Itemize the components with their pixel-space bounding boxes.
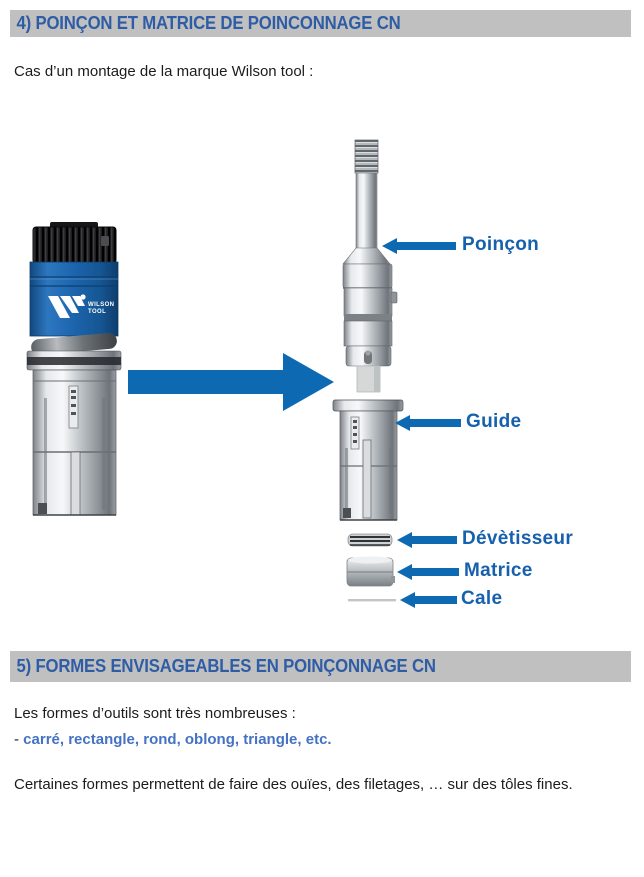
section4-heading-bar: 4) POINÇON ET MATRICE DE POINCONNAGE CN [10,10,631,37]
guide-callout-arrow-icon [395,415,461,431]
punch-thread [354,139,379,174]
section5-heading: 5) FORMES ENVISAGEABLES EN POINÇONNAGE C… [16,656,436,676]
wilson-brand-text-2: TOOL [88,309,106,315]
tool-illustration-svg: WILSON TOOL [26,139,461,608]
shapes-intro-line: Les formes d’outils sont très nombreuses… [14,705,296,722]
stripper-callout-arrow-icon [397,532,457,548]
assembled-tool-illustration: WILSON TOOL [26,222,122,516]
shim-callout-arrow-icon [400,592,457,608]
wilson-brand-text-1: WILSON [88,302,114,308]
callout-label-guide: Guide [466,411,522,432]
punch-side-nub [390,291,398,304]
assembly-direction-arrow-icon [128,353,334,411]
exploded-view-illustration [332,139,404,602]
guide-flange [332,399,404,412]
section5-heading-bar: 5) FORMES ENVISAGEABLES EN POINÇONNAGE C… [10,651,631,682]
shapes-paragraph: Les formes d’outils sont très nombreuses… [14,701,614,753]
callout-label-devetisseur: Dévètisseur [462,528,574,549]
shapes-list-items: carré, rectangle, rond, oblong, triangle… [23,731,332,748]
callout-label-matrice: Matrice [464,560,533,581]
stripper-illustration [347,533,393,547]
bottom-notch [38,503,47,514]
section4-heading: 4) POINÇON ET MATRICE DE POINCONNAGE CN [16,13,401,33]
callout-label-poincon: Poinçon [462,234,540,255]
callout-label-cale: Cale [461,588,503,609]
transition-ring [31,332,117,356]
cap-notch [101,236,109,246]
callout-arrows [382,238,461,608]
punch-illustration [342,139,398,393]
wilson-tool-logo: WILSON TOOL [48,294,114,318]
guide-center-slot [362,439,372,519]
shapes-note-paragraph: Certaines formes permettent de faire des… [14,776,573,793]
punch-callout-arrow-icon [382,238,456,254]
die-callout-arrow-icon [397,564,459,580]
list-dash: - [14,731,19,748]
die-illustration [346,556,395,587]
center-slot [70,451,81,516]
section4-intro-text: Cas d’un montage de la marque Wilson too… [14,63,314,80]
shim-illustration [348,599,396,602]
punch-shaft [355,172,378,251]
guide-illustration [332,399,404,521]
tool-figure: WILSON TOOL [26,139,574,609]
shapes-list-line: - carré, rectangle, rond, oblong, triang… [14,727,614,753]
